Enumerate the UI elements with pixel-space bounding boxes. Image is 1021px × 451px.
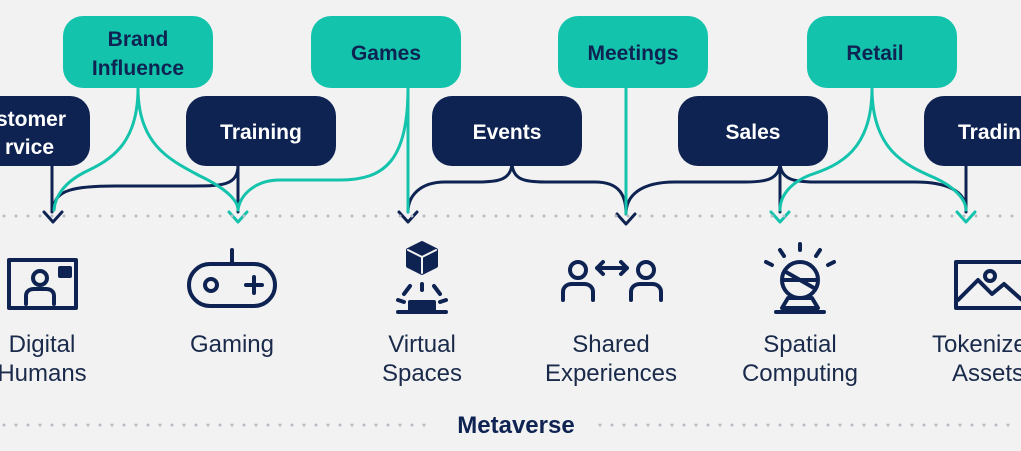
pill-games-label: Games (351, 42, 421, 65)
label-spatial-computing-line-1: Spatial (763, 331, 836, 358)
footer-metaverse-label: Metaverse (457, 412, 574, 439)
vr-headset-icon (764, 242, 836, 314)
pill-retail-label: Retail (846, 42, 903, 65)
pill-retail: Retail (807, 16, 957, 88)
label-gaming: Gaming (190, 331, 274, 358)
label-digital-humans-line-2: Humans (0, 360, 87, 387)
arrowheads (42, 210, 977, 226)
label-shared-experiences-line-1: Shared (572, 331, 649, 358)
category-icons (7, 241, 1021, 314)
connectors (42, 86, 977, 226)
person-frame-icon (7, 258, 78, 310)
label-tokenized-assets-line-2: Assets (952, 360, 1021, 387)
arrowhead-spatial-computing (769, 210, 791, 224)
pill-training-label: Training (220, 121, 302, 144)
pill-brand-influence: Brand Influence (63, 16, 213, 88)
pill-brand-influence-line-2: Influence (92, 57, 184, 80)
pill-games: Games (311, 16, 461, 88)
two-people-arrows-icon (561, 260, 663, 302)
arrowhead-virtual-spaces (397, 210, 419, 224)
pill-events: Events (432, 96, 582, 166)
pill-trading: Tradin (924, 96, 1021, 166)
teal-connectors (52, 86, 968, 216)
pill-customer-service: stomer rvice (0, 96, 90, 166)
mid-label-group: stomer rvice Training Events Sales Tradi… (0, 96, 1021, 166)
gamepad-icon (187, 248, 277, 308)
image-icon (954, 260, 1021, 310)
hologram-cube-icon (396, 241, 448, 314)
label-digital-humans-line-1: Digital (9, 331, 76, 358)
pill-meetings: Meetings (558, 16, 708, 88)
pill-events-label: Events (473, 121, 542, 144)
pill-trading-label: Tradin (958, 121, 1021, 144)
pill-brand-influence-line-1: Brand (108, 28, 169, 51)
arrowhead-digital-humans (42, 210, 64, 224)
label-tokenized-assets-line-1: Tokenize (932, 331, 1021, 358)
pill-customer-service-line-2: rvice (5, 136, 54, 159)
category-labels: Digital Humans Gaming Virtual Spaces Sha… (0, 331, 1021, 387)
pill-customer-service-line-1: stomer (0, 108, 66, 131)
pill-training: Training (186, 96, 336, 166)
arrowhead-tokenized-assets (955, 210, 977, 224)
label-shared-experiences-line-2: Experiences (545, 360, 677, 387)
label-spatial-computing-line-2: Computing (742, 360, 858, 387)
label-virtual-spaces-line-1: Virtual (388, 331, 456, 358)
dotted-dividers (2, 214, 1020, 427)
pill-meetings-label: Meetings (587, 42, 678, 65)
pill-sales: Sales (678, 96, 828, 166)
label-virtual-spaces-line-2: Spaces (382, 360, 462, 387)
top-label-group: Brand Influence Games Meetings Retail (63, 16, 957, 88)
pill-sales-label: Sales (726, 121, 781, 144)
arrowhead-shared-experiences (615, 212, 637, 226)
